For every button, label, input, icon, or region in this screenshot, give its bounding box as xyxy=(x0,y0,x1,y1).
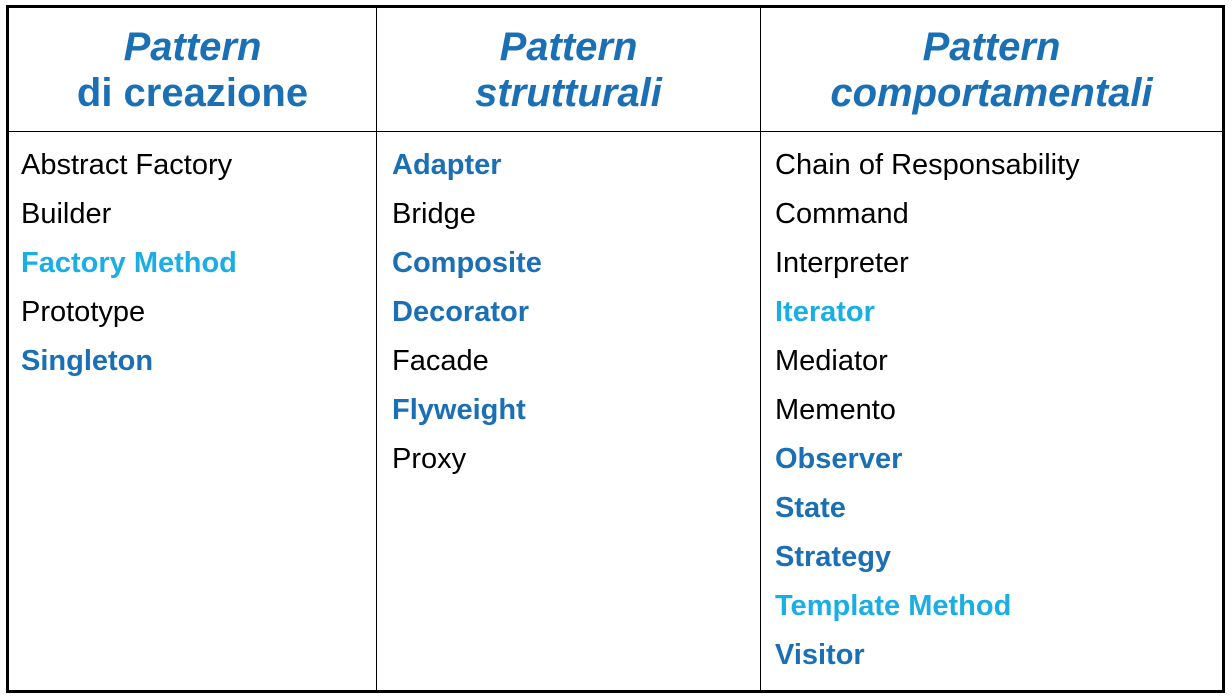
header-behavioral: Pattern comportamentali xyxy=(761,8,1222,131)
pattern-list-item: Flyweight xyxy=(392,394,526,426)
pattern-list-item: Proxy xyxy=(392,443,467,475)
pattern-list-item: Builder xyxy=(21,198,112,230)
pattern-list-item: Singleton xyxy=(21,345,154,377)
pattern-list-item: Composite xyxy=(392,247,542,279)
pattern-list-item: Chain of Responsability xyxy=(775,149,1080,181)
header-structural-line1: Pattern xyxy=(499,24,638,69)
pattern-list-item: Strategy xyxy=(775,541,892,573)
pattern-list-item: Mediator xyxy=(775,345,888,377)
header-divider xyxy=(9,131,1222,132)
pattern-list-item: Adapter xyxy=(392,149,502,181)
pattern-list-item: Visitor xyxy=(775,639,865,671)
pattern-list-item: Bridge xyxy=(392,198,476,230)
pattern-list-item: Factory Method xyxy=(21,247,237,279)
pattern-list-item: Abstract Factory xyxy=(21,149,233,181)
header-creational: Pattern di creazione xyxy=(9,8,376,131)
pattern-list-item: Command xyxy=(775,198,909,230)
pattern-list-item: Template Method xyxy=(775,590,1012,622)
header-behavioral-line1: Pattern xyxy=(922,24,1061,69)
header-creational-line1: Pattern xyxy=(123,24,262,69)
pattern-list-item: Decorator xyxy=(392,296,529,328)
header-creational-line2: di creazione xyxy=(76,70,309,115)
design-patterns-table: Pattern di creazione Pattern strutturali… xyxy=(6,5,1225,693)
pattern-list-item: Observer xyxy=(775,443,903,475)
pattern-list-item: Facade xyxy=(392,345,489,377)
header-behavioral-line2: comportamentali xyxy=(830,70,1153,115)
pattern-list-item: State xyxy=(775,492,846,524)
pattern-list-item: Interpreter xyxy=(775,247,909,279)
pattern-list-item: Memento xyxy=(775,394,896,426)
column-divider-1 xyxy=(376,8,377,690)
pattern-list-item: Prototype xyxy=(21,296,146,328)
header-structural: Pattern strutturali xyxy=(377,8,760,131)
column-divider-2 xyxy=(760,8,761,690)
header-structural-line2: strutturali xyxy=(475,70,662,115)
pattern-list-item: Iterator xyxy=(775,296,875,328)
